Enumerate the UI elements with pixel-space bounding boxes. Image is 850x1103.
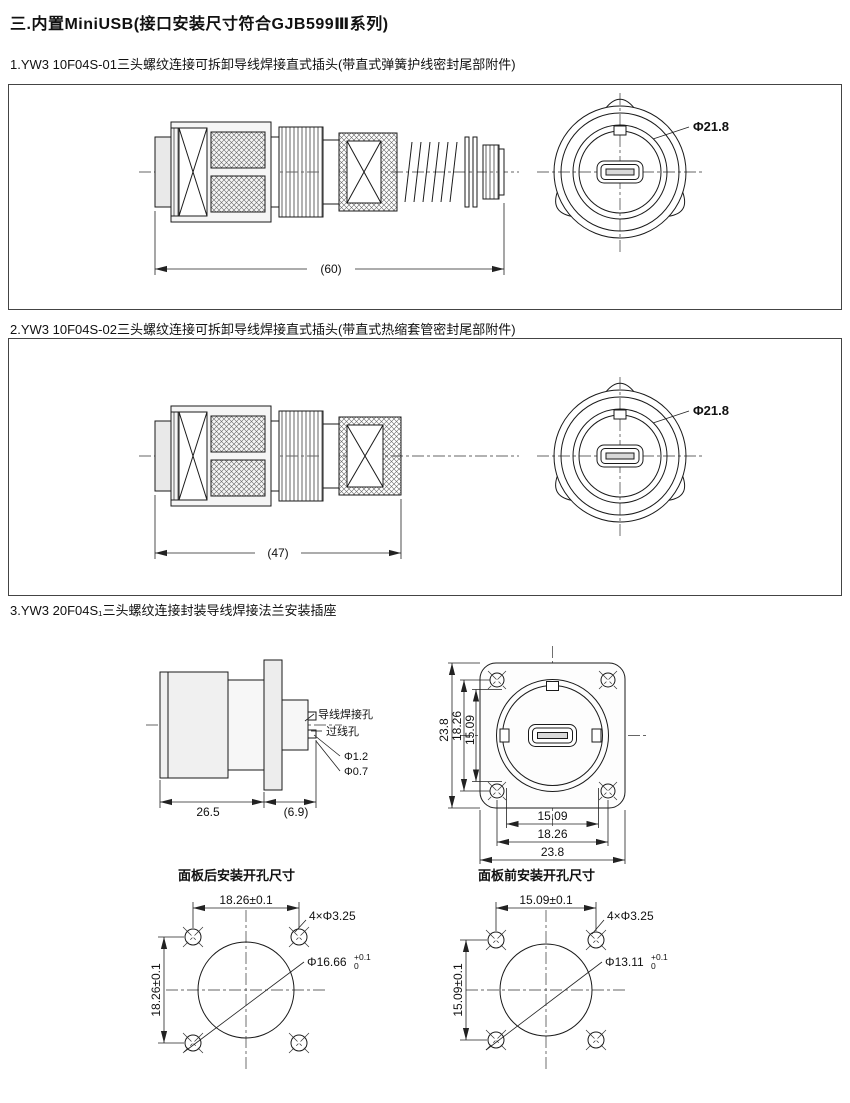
- side-lug: [499, 728, 510, 743]
- boot-tail-assembly: [338, 416, 402, 496]
- flange-corner-holes: [487, 670, 618, 801]
- washer: [472, 136, 478, 208]
- front-spacing-h-label: 15.09±0.1: [519, 893, 573, 907]
- key-notch: [613, 125, 627, 136]
- washer: [464, 136, 470, 208]
- body-length-label: 26.5: [196, 805, 220, 819]
- flange-dim-h-1509: 15.09: [537, 809, 567, 823]
- plug-side-view-body: [139, 121, 519, 223]
- bayonet-lug: [555, 192, 572, 217]
- back-spacing-v-label: 18.26±0.1: [149, 963, 163, 1017]
- front-cutout-tol-lower: 0: [651, 961, 656, 971]
- wire-weld-hole-label: 导线焊接孔: [318, 707, 373, 721]
- corner-hole: [485, 929, 607, 1051]
- front-cap: [154, 136, 172, 208]
- outer-shell-ring: [553, 105, 687, 239]
- pass-hole-dia-label: Φ0.7: [344, 766, 368, 778]
- wire-pass-hole-label: 过线孔: [326, 724, 359, 738]
- end-ferrule: [482, 144, 500, 200]
- cutout-circle: [499, 943, 593, 1037]
- section1-caption: 1.YW3 10F04S-01三头螺纹连接可拆卸导线焊接直式插头(带直式弹簧护线…: [10, 57, 516, 72]
- weld-hole-dia-label: Φ1.2: [344, 751, 368, 763]
- mounting-flange: [263, 659, 283, 791]
- flange-horizontal-dimensions: 15.09 18.26 23.8: [479, 788, 626, 864]
- knurled-collar: [278, 126, 324, 218]
- page-title: 三.内置MiniUSB(接口安装尺寸符合GJB599Ⅲ系列): [10, 16, 389, 33]
- shell-ring: [496, 679, 609, 792]
- front-corner-holes-label: 4×Φ3.25: [607, 909, 654, 923]
- diameter-label: Φ21.8: [693, 119, 729, 134]
- tail-length-label: (6.9): [284, 805, 309, 819]
- panel-back-title: 面板后安装开孔尺寸: [178, 868, 295, 883]
- bayonet-lug: [605, 98, 635, 108]
- panel-front-dimensions: 15.09±0.1 15.09±0.1 4×Φ3.25 Φ13.11 +0.1 …: [451, 893, 668, 1041]
- overall-length-label: (60): [320, 262, 341, 276]
- socket-length-dimensions: 26.5 (6.9): [159, 740, 317, 819]
- socket-drawing: 导线焊接孔 过线孔 Φ1.2 Φ0.7 26.5 (6.9): [146, 646, 646, 864]
- flange-dim-h-1826: 18.26: [537, 827, 567, 841]
- section1-frame: (60) Φ21.8: [8, 84, 842, 310]
- dimension-diameter: Φ21.8: [652, 403, 729, 424]
- back-spacing-h-label: 18.26±0.1: [219, 893, 273, 907]
- dimension-diameter: Φ21.8: [652, 119, 729, 140]
- side-lug: [591, 728, 602, 743]
- front-cutout-tol-upper: +0.1: [651, 952, 668, 962]
- socket-side-view: [146, 659, 342, 791]
- flange-dim-v-1509: 15.09: [463, 715, 477, 745]
- back-corner-holes-label: 4×Φ3.25: [309, 909, 356, 923]
- flange-vertical-dimensions: 23.8 18.26 15.09: [437, 662, 502, 809]
- plug-01-drawing: (60) Φ21.8: [139, 93, 729, 276]
- socket-hole-callouts: 导线焊接孔 过线孔 Φ1.2 Φ0.7: [304, 707, 373, 778]
- panel-front-pattern: [466, 910, 626, 1070]
- plug-02-drawing: (47) Φ21.8: [138, 376, 729, 560]
- flange-dim-v-238: 23.8: [437, 718, 451, 742]
- cutout-circle: [197, 941, 295, 1039]
- dimension-overall-length: (60): [154, 203, 505, 276]
- diameter-label: Φ21.8: [693, 403, 729, 418]
- bayonet-lug: [668, 192, 686, 217]
- spring-coils: [404, 141, 458, 203]
- flange-dim-v-1826: 18.26: [450, 711, 464, 741]
- front-spacing-v-label: 15.09±0.1: [451, 963, 465, 1017]
- front-barrel: [159, 671, 229, 779]
- dimension-overall-length: (47): [154, 495, 402, 560]
- panel-front-title: 面板前安装开孔尺寸: [478, 868, 595, 883]
- section2-caption: 2.YW3 10F04S-02三头螺纹连接可拆卸导线焊接直式插头(带直式热缩套管…: [10, 322, 516, 337]
- plug-front-view: [536, 376, 704, 538]
- back-cutout-tol-lower: 0: [354, 961, 359, 971]
- section2-frame: (47) Φ21.8: [8, 338, 842, 596]
- corner-hole: [182, 926, 310, 1054]
- back-cutout-dia-label: Φ16.66: [307, 955, 347, 969]
- solder-cup: [307, 729, 317, 739]
- panel-cutout-drawings: 面板后安装开孔尺寸 18.26±0.1 18.26±0.1 4×Φ3.25: [149, 868, 668, 1070]
- back-cutout-tol-upper: +0.1: [354, 952, 371, 962]
- panel-back-pattern: [166, 910, 326, 1070]
- key-notch: [546, 681, 559, 691]
- overall-length-label: (47): [267, 546, 288, 560]
- plug-front-view: [537, 93, 703, 253]
- section3-caption: 3.YW3 20F04S₁三头螺纹连接封装导线焊接法兰安装插座: [10, 603, 337, 618]
- socket-front-view: [460, 646, 646, 826]
- front-cutout-dia-label: Φ13.11: [605, 955, 644, 969]
- rear-insulator: [281, 699, 309, 751]
- panel-back-dimensions: 18.26±0.1 18.26±0.1 4×Φ3.25 Φ16.66 +0.1 …: [149, 893, 371, 1044]
- plug-side-view-body: [138, 405, 520, 507]
- spring-tail-assembly: [338, 132, 505, 212]
- flange-dim-h-238: 23.8: [541, 845, 565, 859]
